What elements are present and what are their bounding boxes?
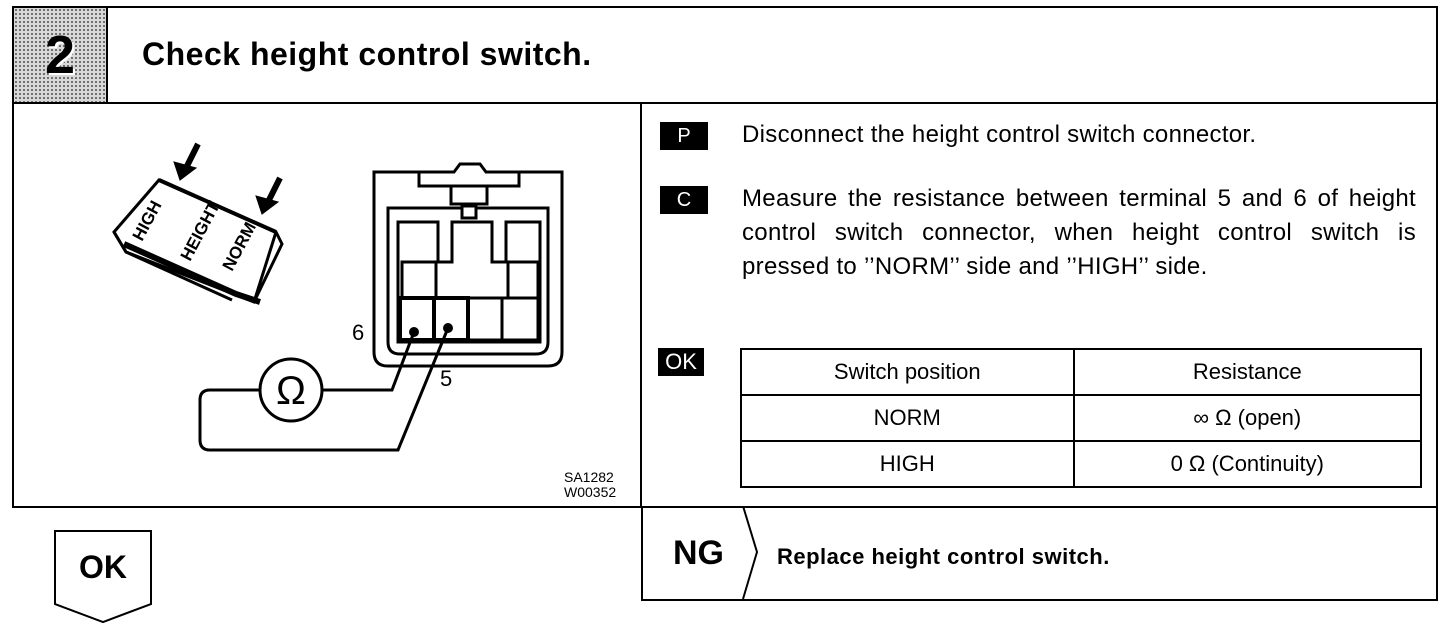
step-header: 2 Check height control switch. — [14, 8, 1436, 104]
table-row: HIGH 0 Ω (Continuity) — [740, 440, 1423, 488]
table-row: NORM ∞ Ω (open) — [740, 394, 1423, 442]
terminal-5-label: 5 — [440, 366, 452, 391]
step-number-box: 2 — [14, 8, 108, 102]
table-header-row: Switch position Resistance — [740, 348, 1423, 396]
ng-label: NG — [673, 534, 724, 572]
figure-code-1: SA1282 — [564, 469, 614, 485]
instruction-text-p: Disconnect the height control switch con… — [742, 121, 1257, 148]
ohmmeter-leads — [198, 327, 450, 452]
column-header-switch-position: Switch position — [740, 348, 1075, 396]
step-title: Check height control switch. — [142, 36, 592, 72]
ok-spec-tag: OK — [658, 348, 704, 376]
figure-code-2: W00352 — [564, 484, 616, 500]
connector-housing — [372, 162, 564, 368]
instruction-tag-c: C — [660, 186, 708, 214]
ok-next-label: OK — [79, 549, 127, 585]
table-cell: NORM — [740, 394, 1075, 442]
resistance-table: Switch position Resistance NORM ∞ Ω (ope… — [740, 348, 1423, 488]
ng-result-box: NG Replace height control switch. — [641, 506, 1438, 601]
ng-chevron-icon — [742, 506, 759, 600]
instruction-text-c: Measure the resistance between terminal … — [742, 185, 1416, 280]
switch-illustration — [112, 178, 284, 305]
terminal-6-label: 6 — [352, 320, 364, 345]
table-cell: ∞ Ω (open) — [1072, 394, 1423, 442]
column-header-resistance: Resistance — [1072, 348, 1423, 396]
instruction-tag-p: P — [660, 122, 708, 150]
ok-arrow-icon — [54, 530, 152, 624]
table-cell: HIGH — [740, 440, 1075, 488]
instructions-panel: P Disconnect the height control switch c… — [642, 102, 1436, 506]
press-arrow-icon — [173, 142, 283, 215]
ohmmeter-icon — [258, 357, 324, 423]
illustration-panel: HIGH HEIGHT NORM — [14, 102, 642, 506]
ng-action-text: Replace height control switch. — [777, 544, 1110, 569]
procedure-frame: 2 Check height control switch. HIGH HEIG… — [12, 6, 1438, 508]
ohmmeter-symbol: Ω — [276, 369, 306, 413]
step-number: 2 — [44, 25, 76, 85]
table-cell: 0 Ω (Continuity) — [1072, 440, 1423, 488]
connector-diagram: HIGH HEIGHT NORM — [112, 142, 616, 500]
